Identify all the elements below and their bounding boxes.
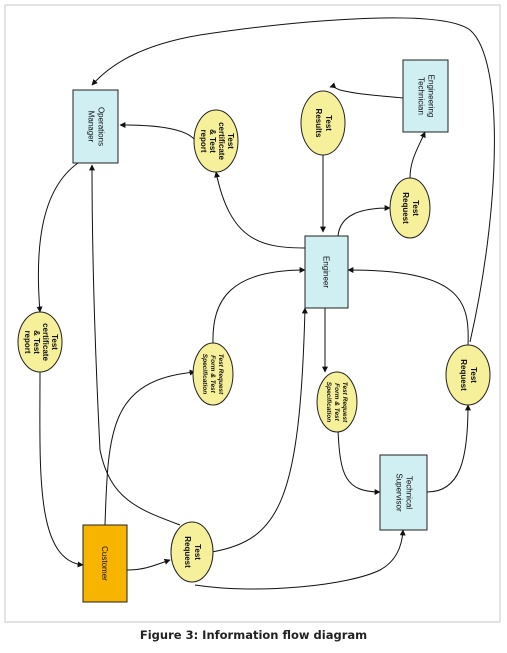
node-operations-manager: Operations Manager bbox=[72, 89, 119, 164]
oval-test-certificate-report-left: Test certificate & Test report bbox=[17, 311, 63, 373]
test-request-lower-right-label-1: Test bbox=[469, 367, 478, 383]
flow-supervisor-to-test-request bbox=[426, 404, 471, 493]
oval-test-request-lower-right: Test Request bbox=[445, 344, 491, 406]
technical-supervisor-label-2: Supervisor bbox=[395, 473, 404, 512]
test-request-customer-label-2: Request bbox=[183, 536, 192, 568]
flow-certificate-to-operations-manager bbox=[119, 122, 196, 141]
certificate-left-label-3: & Test bbox=[32, 330, 41, 354]
form-spec-mid-label-1: Test Request bbox=[217, 354, 224, 395]
flow-test-request-to-technician bbox=[409, 131, 426, 179]
flow-arrows bbox=[36, 17, 495, 590]
certificate-left-label-4: report bbox=[23, 330, 32, 353]
test-request-lower-right-label-2: Request bbox=[459, 359, 468, 391]
flow-technician-to-test-results bbox=[329, 82, 404, 99]
flow-test-request-right-to-engineer bbox=[347, 267, 469, 346]
form-spec-lower-label-2: Form & Test bbox=[333, 383, 340, 422]
flow-test-request-to-supervisor bbox=[194, 529, 406, 590]
flow-form-spec-to-supervisor bbox=[337, 429, 381, 495]
oval-test-certificate-report-top: Test certificate & Test report bbox=[193, 109, 239, 173]
flow-test-request-to-operations-manager-2 bbox=[89, 164, 181, 526]
oval-test-results: Test Results bbox=[300, 90, 346, 156]
form-spec-lower-label-1: Test Request bbox=[341, 382, 348, 423]
certificate-top-label-1: Test bbox=[226, 133, 235, 149]
oval-test-request-right: Test Request bbox=[389, 177, 431, 239]
node-engineer: Engineer bbox=[304, 235, 349, 309]
customer-label: Customer bbox=[100, 546, 109, 581]
flow-test-request-to-operations-manager bbox=[91, 17, 495, 343]
test-request-right-label-2: Request bbox=[401, 192, 410, 224]
flow-operations-manager-to-certificate bbox=[36, 162, 79, 313]
engineering-technician-label-2: Technician bbox=[417, 77, 426, 115]
engineer-label: Engineer bbox=[322, 256, 331, 288]
node-technical-supervisor: Technical Supervisor bbox=[379, 454, 428, 531]
operations-manager-label-2: Manager bbox=[87, 111, 96, 143]
flow-certificate-to-customer bbox=[39, 371, 84, 568]
node-engineering-technician: Engineering Technician bbox=[402, 59, 449, 133]
certificate-left-label-1: Test bbox=[50, 334, 59, 350]
test-request-right-label-1: Test bbox=[411, 200, 420, 216]
flow-customer-to-test-request bbox=[126, 558, 171, 571]
form-spec-mid-label-3: Specification bbox=[201, 354, 208, 394]
test-results-label-1: Test bbox=[324, 115, 333, 131]
flow-test-request-to-engineer bbox=[211, 307, 308, 553]
test-request-customer-label-1: Test bbox=[193, 544, 202, 560]
test-results-label-2: Results bbox=[314, 109, 323, 138]
figure-frame bbox=[4, 4, 501, 623]
engineering-technician-label-1: Engineering bbox=[427, 75, 436, 118]
flow-engineer-to-test-request bbox=[337, 205, 391, 237]
form-spec-lower-label-3: Specification bbox=[325, 382, 332, 422]
figure-caption: Figure 3: Information flow diagram bbox=[139, 628, 368, 642]
form-spec-mid-label-2: Form & Test bbox=[209, 355, 216, 394]
certificate-top-label-3: & Test bbox=[208, 129, 217, 153]
oval-test-request-form-spec-mid: Test Request Form & Test Specification bbox=[192, 342, 234, 406]
flow-form-spec-to-engineer bbox=[212, 267, 306, 344]
certificate-top-label-4: report bbox=[199, 129, 208, 152]
operations-manager-label-1: Operations bbox=[97, 107, 106, 146]
oval-test-request-form-spec-lower: Test Request Form & Test Specification bbox=[316, 371, 358, 433]
certificate-left-label-2: certificate bbox=[41, 323, 50, 361]
certificate-top-label-2: certificate bbox=[217, 122, 226, 160]
flow-customer-to-form-spec bbox=[104, 369, 196, 526]
technical-supervisor-label-1: Technical bbox=[405, 476, 414, 510]
oval-test-request-customer: Test Request bbox=[170, 521, 214, 583]
node-customer: Customer bbox=[82, 524, 128, 603]
flow-engineer-to-certificate bbox=[214, 171, 306, 249]
